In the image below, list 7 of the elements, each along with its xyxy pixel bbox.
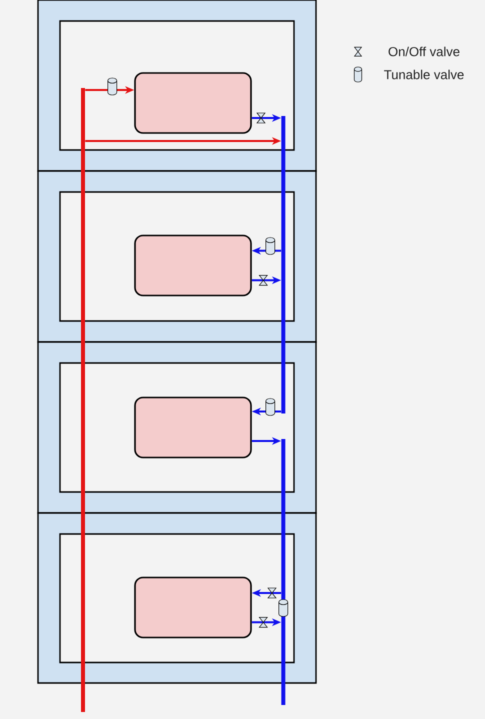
radiator-box xyxy=(134,576,252,638)
radiator-box xyxy=(134,234,252,296)
radiator-box xyxy=(134,72,252,134)
radiator-box xyxy=(134,396,252,458)
legend-label: Tunable valve xyxy=(384,70,464,80)
legend-label: On/Off valve xyxy=(388,46,460,56)
riser-pipe xyxy=(81,88,85,712)
